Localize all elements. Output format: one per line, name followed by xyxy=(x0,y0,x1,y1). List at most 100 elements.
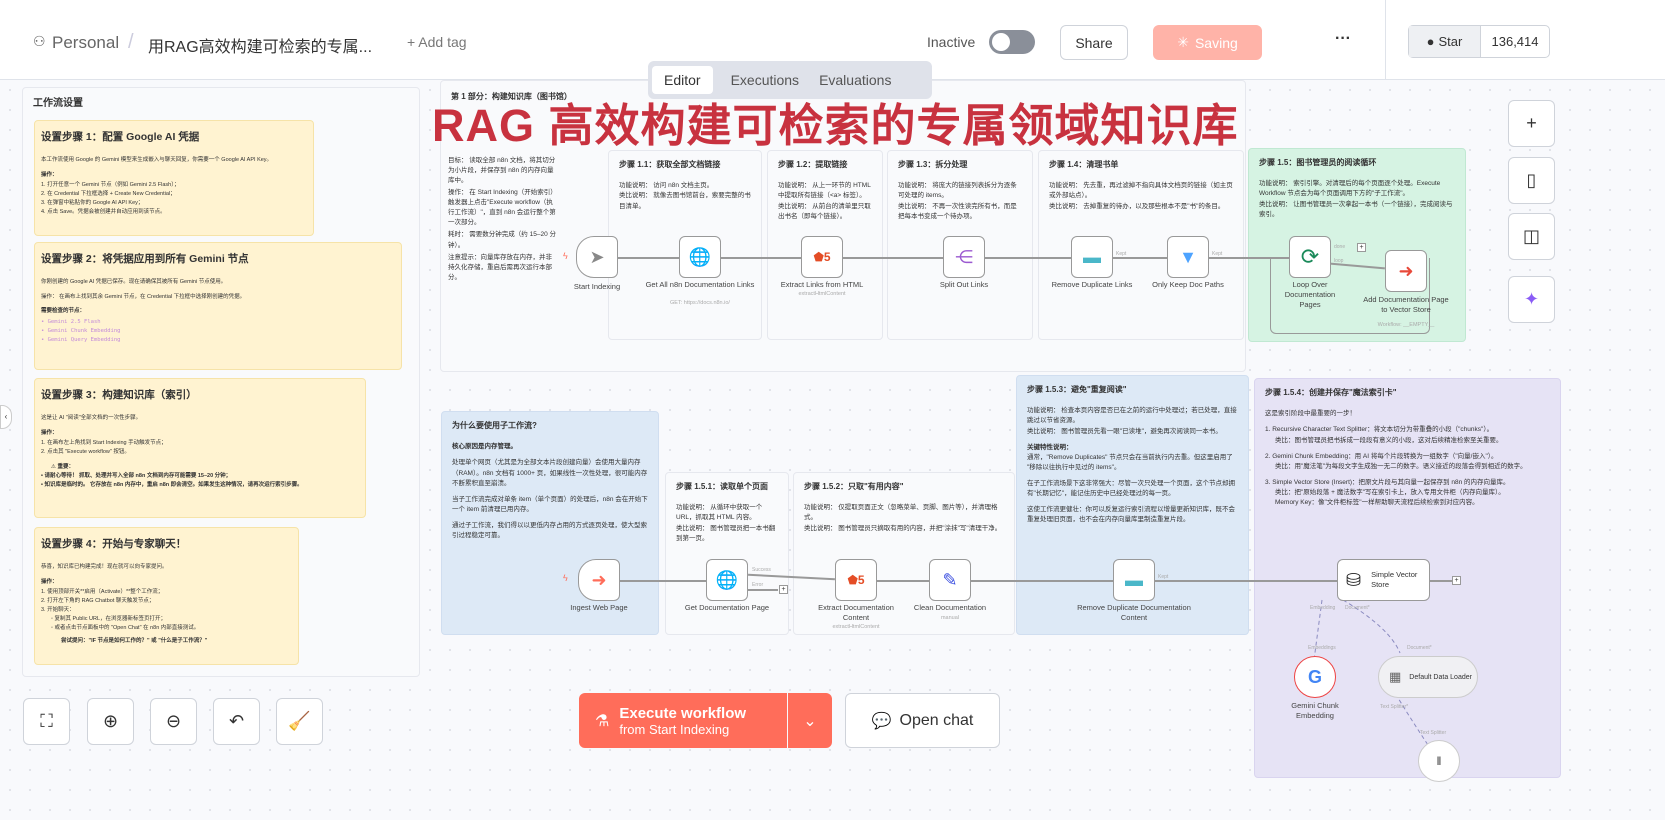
tab-editor[interactable]: Editor xyxy=(652,66,713,94)
step-note[interactable]: 步骤 1.5.2：只取"有用内容"功能说明： 仅提取页面正文（忽略菜单、页脚、图… xyxy=(793,472,1015,635)
add-node-button[interactable]: + xyxy=(1508,100,1555,147)
note-text: 操作： 在画布上找到其余 Gemini 节点，在 Credential 下拉框中… xyxy=(41,293,246,300)
connection[interactable] xyxy=(1430,580,1452,582)
connection[interactable] xyxy=(1208,257,1289,259)
open-chat-button[interactable]: 💬 Open chat xyxy=(845,693,1000,748)
html5-icon: ⬟5 xyxy=(813,250,831,264)
open-chat-label: Open chat xyxy=(899,711,974,729)
note-title: 步骤 1.5.2：只取"有用内容" xyxy=(804,482,904,491)
tidy-up-button[interactable]: 🧹 xyxy=(276,698,323,745)
node-label: Clean Documentation xyxy=(913,603,987,612)
note-list-item: 3. Simple Vector Store (Insert)：把原文片段与其向… xyxy=(1265,478,1510,486)
split-icon: ⋲ xyxy=(955,246,973,267)
step-note[interactable]: 步骤 1.4：清理书单功能说明： 先去重，再过滤掉不指向具体文档页的链接（如主页… xyxy=(1038,150,1244,340)
node-remove-duplicate-content[interactable]: ▬ xyxy=(1113,559,1155,601)
github-star-widget[interactable]: ●Star 136,414 xyxy=(1408,25,1550,58)
execute-label: Execute workflow xyxy=(619,704,747,722)
add-node-plus-icon[interactable]: + xyxy=(779,585,788,594)
node-text-splitter[interactable]: ‖ xyxy=(1418,740,1460,782)
add-tag-button[interactable]: + Add tag xyxy=(407,34,467,50)
node-clean-documentation[interactable]: ✎ xyxy=(929,559,971,601)
node-extract-documentation-content[interactable]: ⬟5 xyxy=(835,559,877,601)
node-label: Add Documentation Page to Vector Store xyxy=(1363,295,1449,314)
why-subworkflow-note[interactable]: 为什么要使用子工作流? 核心原因是内存管理。 处理单个网页（尤其是为全部文本片段… xyxy=(441,411,659,635)
toggle-panel-button[interactable]: ◫ xyxy=(1508,213,1555,260)
loop-connection[interactable] xyxy=(1270,258,1430,334)
node-ingest-web-page[interactable]: ➜ xyxy=(578,559,620,601)
execute-sublabel: from Start Indexing xyxy=(619,721,730,737)
step-note[interactable]: 步骤 1.5.1：读取单个页面功能说明： 从循环中获取一个 URL，抓取其 HT… xyxy=(665,472,789,635)
connection[interactable] xyxy=(1154,580,1337,582)
dedupe-icon: ▬ xyxy=(1083,246,1101,267)
node-remove-duplicate-links[interactable]: ▬ xyxy=(1071,236,1113,278)
connection[interactable] xyxy=(970,580,1113,582)
node-simple-vector-store[interactable]: ⛁Simple Vector Store xyxy=(1337,559,1430,601)
project-link[interactable]: Personal xyxy=(52,33,120,52)
connection[interactable] xyxy=(842,257,943,259)
undo-button[interactable]: ↶ xyxy=(213,698,260,745)
note-list-item: 类比：用"魔法笔"为每段文字生成独一无二的数字。语义接近的段落会得到相近的数字。 xyxy=(1275,462,1527,470)
share-button[interactable]: Share xyxy=(1060,25,1128,60)
setup-step2-note[interactable]: 设置步骤 2：将凭据应用到所有 Gemini 节点 你刚创建的 Google A… xyxy=(34,242,402,370)
node-subtitle: manual xyxy=(940,615,960,621)
node-split-out-links[interactable]: ⋲ xyxy=(943,236,985,278)
node-get-all-links[interactable]: 🌐 xyxy=(679,236,721,278)
note-text: 类比说明： 图书管理员把一本书翻到第一页。 xyxy=(676,524,776,542)
note-text: 功能说明： 索引引擎。对清理后的每个页面逐个处理。Execute Workflo… xyxy=(1259,180,1441,198)
zoom-out-button[interactable]: ⊖ xyxy=(150,698,197,745)
node-get-documentation-page[interactable]: 🌐 xyxy=(706,559,748,601)
workflow-name[interactable]: 用RAG高效构建可检索的专属... xyxy=(148,39,373,56)
ai-connections[interactable] xyxy=(1300,598,1460,773)
connection[interactable] xyxy=(620,580,706,582)
connection[interactable] xyxy=(984,257,1071,259)
note-list-item: Memory Key：像"文件柜标签"一样帮助聊天流程后续检索到对应内容。 xyxy=(1275,498,1479,506)
execute-options-dropdown[interactable]: ⌄ xyxy=(788,693,832,748)
node-loop-over-pages[interactable]: ⟳ xyxy=(1289,236,1331,278)
setup-step4-note[interactable]: 设置步骤 4：开始与专家聊天！ 恭喜，知识库已构建完成！现在就可以向专家提问。 … xyxy=(34,527,299,665)
note-text: 核心原因是内存管理。 xyxy=(452,443,517,451)
active-toggle[interactable] xyxy=(989,30,1035,54)
node-subtitle: Workflow: __EMPTY__ xyxy=(1377,322,1435,328)
note-text: 功能说明： 将庞大的链接列表拆分为逐条可处理的 items。 xyxy=(898,182,1017,200)
note-text: 目标： 读取全部 n8n 文档，将其切分为小片段，并保存到 n8n 的内存向量库… xyxy=(448,157,556,185)
add-sticky-button[interactable]: ▯ xyxy=(1508,157,1555,204)
note-text: 操作： xyxy=(41,171,58,178)
note-list-item: 1. 打开任意一个 Gemini 节点（例如 Gemini 2.5 Flash）… xyxy=(41,182,180,189)
setup-step1-note[interactable]: 设置步骤 1：配置 Google AI 凭据 本工作流使用 Google 的 G… xyxy=(34,120,314,236)
note-title: 设置步骤 4：开始与专家聊天！ xyxy=(41,538,187,550)
node-label: Loop Over Documentation Pages xyxy=(1284,280,1336,309)
connection[interactable] xyxy=(876,580,929,582)
tab-executions[interactable]: Executions xyxy=(730,72,800,88)
node-extract-links[interactable]: ⬟5 xyxy=(801,236,843,278)
pause-icon: ‖ xyxy=(1436,754,1442,768)
edge-label: Success xyxy=(752,567,771,573)
node-label: Extract Documentation Content xyxy=(818,603,894,622)
connection[interactable] xyxy=(1112,257,1167,259)
saving-button[interactable]: ✳Saving xyxy=(1153,25,1262,60)
node-label: Default Data Loader xyxy=(1409,673,1472,681)
tab-evaluations[interactable]: Evaluations xyxy=(819,72,892,88)
zoom-in-button[interactable]: ⊕ xyxy=(87,698,134,745)
add-node-plus-icon[interactable]: + xyxy=(1357,243,1366,252)
more-options-button[interactable]: ··· xyxy=(1335,30,1351,47)
fit-view-button[interactable]: ⛶ xyxy=(23,698,70,745)
node-start-indexing[interactable]: ➤ xyxy=(576,236,618,278)
flask-icon: ⚗ xyxy=(595,712,610,730)
overlay-title: RAG 高效构建可检索的专属领域知识库 xyxy=(432,100,1239,151)
chat-icon: 💬 xyxy=(871,712,892,730)
ai-assistant-button[interactable]: ✦ xyxy=(1508,276,1555,323)
node-subtitle: GET: https://docs.n8n.io/ xyxy=(670,300,730,306)
connection[interactable] xyxy=(617,257,679,259)
node-default-data-loader[interactable]: ▦Default Data Loader xyxy=(1378,656,1478,698)
setup-step3-note[interactable]: 设置步骤 3：构建知识库（索引） 这是让 AI "阅读"全部文档的一次性步骤。 … xyxy=(34,378,366,518)
node-add-doc-page[interactable]: ➜ xyxy=(1385,250,1427,292)
connection[interactable] xyxy=(720,257,801,259)
node-only-keep-doc-paths[interactable]: ▼ xyxy=(1167,236,1209,278)
star-button[interactable]: ●Star xyxy=(1409,26,1481,57)
note-list-item: Gemini 2.5 Flash xyxy=(47,319,101,326)
node-gemini-chunk-embedding[interactable]: G xyxy=(1294,656,1336,698)
connection[interactable] xyxy=(748,589,778,591)
edge-label: loop xyxy=(1334,258,1344,264)
add-node-plus-icon[interactable]: + xyxy=(1452,576,1461,585)
